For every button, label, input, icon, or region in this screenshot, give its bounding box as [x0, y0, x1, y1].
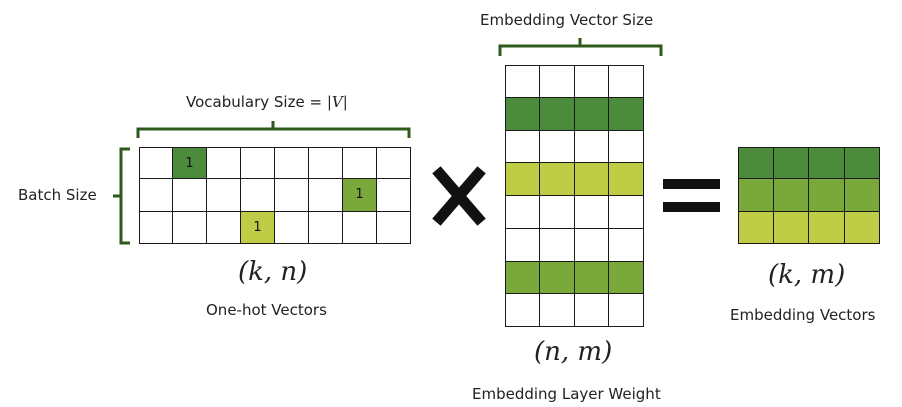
one-hot-cell [274, 147, 309, 180]
one-hot-cell [206, 147, 241, 180]
weight-cell [573, 227, 610, 262]
embedding-vector-cell [843, 210, 880, 244]
one-hot-cell [274, 178, 309, 212]
embedding-vector-cell [738, 210, 774, 244]
one-hot-cell [308, 147, 343, 180]
embedding-layer-weight-label: Embedding Layer Weight [472, 385, 661, 403]
weight-cell [505, 96, 540, 131]
embedding-vectors-matrix [738, 147, 880, 244]
weight-cell [608, 260, 644, 295]
embedding-vector-cell [843, 147, 880, 180]
weight-cell [608, 195, 644, 229]
weight-cell [538, 260, 575, 295]
weight-cell [608, 96, 644, 131]
embedding-weight-matrix [505, 65, 644, 327]
one-hot-cell [308, 210, 343, 244]
one-hot-cell [376, 178, 411, 212]
one-hot-cell [206, 178, 241, 212]
weight-cell [505, 162, 540, 196]
weight-cell [505, 65, 540, 98]
weight-cell [573, 96, 610, 131]
embedding-vector-cell [843, 178, 880, 212]
weight-cell [538, 293, 575, 327]
weight-cell [505, 260, 540, 295]
weight-cell [573, 162, 610, 196]
weight-cell [538, 162, 575, 196]
embedding-vector-cell [738, 178, 774, 212]
weight-cell [608, 65, 644, 98]
embedding-vectors-label: Embedding Vectors [730, 306, 876, 324]
batch-size-label: Batch Size [18, 186, 97, 204]
weight-cell [573, 65, 610, 98]
vocabulary-symbol: |V| [326, 93, 348, 111]
weight-cell [608, 227, 644, 262]
weight-cell [505, 129, 540, 164]
weight-cell [505, 195, 540, 229]
weight-cell [573, 129, 610, 164]
one-hot-cell [274, 210, 309, 244]
one-hot-cell [139, 147, 173, 180]
embedding-vector-cell [808, 147, 845, 180]
weight-cell [608, 129, 644, 164]
embedding-vector-cell [772, 178, 809, 212]
weight-cell [505, 227, 540, 262]
weight-cell [573, 195, 610, 229]
weight-cell [608, 162, 644, 196]
one-hot-cell [308, 178, 343, 212]
batch-bracket [119, 147, 130, 245]
one-hot-shape: (k, n) [238, 257, 308, 287]
one-hot-cell [376, 147, 411, 180]
weight-cell [608, 293, 644, 327]
one-hot-cell [139, 178, 173, 212]
one-hot-cell: 1 [172, 147, 207, 180]
times-symbol [432, 166, 486, 226]
embedding-vector-cell [808, 178, 845, 212]
one-hot-cell [342, 147, 377, 180]
weight-cell [538, 227, 575, 262]
one-hot-cell [139, 210, 173, 244]
one-hot-cell [172, 178, 207, 212]
embedding-size-bracket [498, 44, 663, 56]
one-hot-cell [342, 210, 377, 244]
one-hot-cell [240, 178, 275, 212]
weight-cell [505, 293, 540, 327]
embedding-vector-cell [772, 210, 809, 244]
one-hot-cell: 1 [240, 210, 275, 244]
embedding-vector-size-label: Embedding Vector Size [480, 11, 654, 29]
weight-cell [573, 293, 610, 327]
weight-shape: (n, m) [534, 337, 613, 367]
one-hot-cell [240, 147, 275, 180]
embedding-vector-cell [772, 147, 809, 180]
vocabulary-size-text: Vocabulary Size = [186, 93, 327, 111]
one-hot-cell [376, 210, 411, 244]
vocabulary-bracket [136, 127, 411, 138]
weight-cell [538, 195, 575, 229]
one-hot-vectors-label: One-hot Vectors [206, 301, 327, 319]
embedding-vector-cell [808, 210, 845, 244]
output-shape: (k, m) [768, 260, 846, 290]
one-hot-cell [172, 210, 207, 244]
one-hot-cell [206, 210, 241, 244]
vocabulary-size-label: Vocabulary Size = |V| [186, 93, 348, 111]
weight-cell [538, 65, 575, 98]
equals-symbol [663, 179, 720, 212]
weight-cell [538, 129, 575, 164]
embedding-vector-cell [738, 147, 774, 180]
weight-cell [538, 96, 575, 131]
weight-cell [573, 260, 610, 295]
one-hot-cell: 1 [342, 178, 377, 212]
